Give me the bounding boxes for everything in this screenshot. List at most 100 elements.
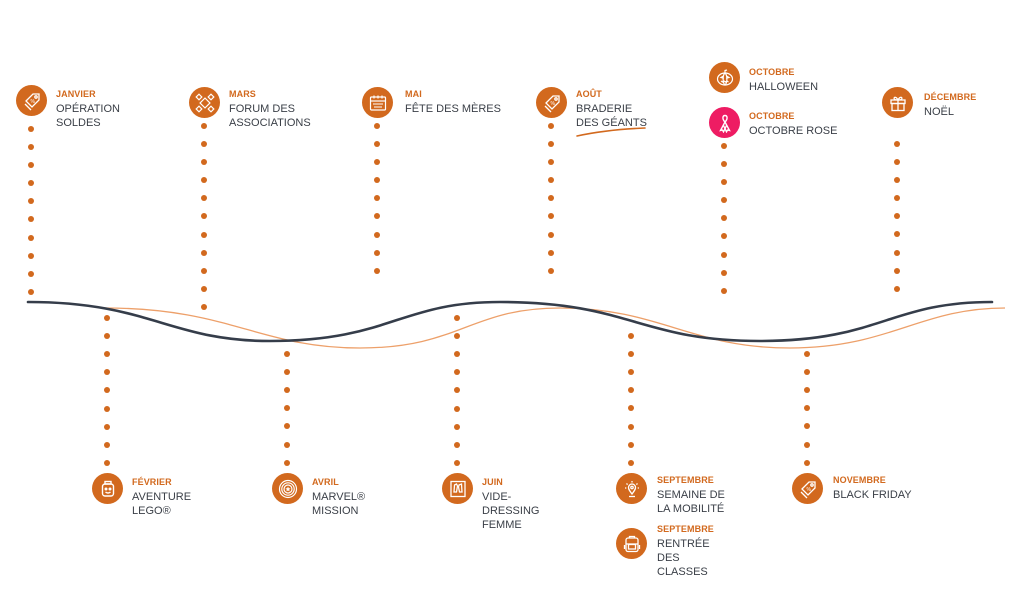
connector-dot [454,315,460,321]
connector-dot [548,268,554,274]
connector-dot [894,159,900,165]
event-title: MARVEL® MISSION [312,491,366,517]
connector-dot [201,141,207,147]
svg-text:%: % [30,99,35,105]
connector-dot [104,351,110,357]
price-tag-icon: % [536,87,567,118]
connector-dot [628,351,634,357]
connector-dot [721,233,727,239]
shield-target-icon [272,473,303,504]
connector-dot [804,442,810,448]
event-title: FORUM DES ASSOCIATIONS [229,103,311,129]
event-title: RENTRÉE DES CLASSES [657,538,710,578]
connector-dot [721,143,727,149]
lego-head-icon [92,473,123,504]
event-month: AVRIL [312,477,339,487]
meeting-table-icon [189,87,220,118]
connector-dot [28,126,34,132]
connector-dot [284,387,290,393]
connector-dot [804,405,810,411]
connector-dot [28,144,34,150]
connector-dot [374,232,380,238]
connector-dot [201,286,207,292]
wave-light [104,307,1006,349]
connector-dot [104,460,110,466]
connector-dot [721,215,727,221]
connector-dot [374,213,380,219]
backpack-icon [616,528,647,559]
connector-dot [201,177,207,183]
event-month: MARS [229,89,256,99]
connector-dot [201,159,207,165]
calendar-icon [362,87,393,118]
connector-dot [454,333,460,339]
connector-dot [104,424,110,430]
connector-dot [548,141,554,147]
event-month: OCTOBRE [749,67,795,77]
svg-text:%: % [806,487,811,493]
connector-dot [104,442,110,448]
connector-dot [548,159,554,165]
connector-dot [374,141,380,147]
connector-dot [104,333,110,339]
connector-dot [201,213,207,219]
event-month: DÉCEMBRE [924,92,977,102]
event-month: SEPTEMBRE [657,475,714,485]
connector-dot [894,177,900,183]
connector-dot [548,195,554,201]
connector-dot [374,268,380,274]
connector-dot [28,271,34,277]
connector-dot [721,197,727,203]
event-month: FÉVRIER [132,477,172,487]
connector-dot [374,250,380,256]
price-tag-icon: % [16,85,47,116]
connector-dot [28,289,34,295]
connector-dot [374,159,380,165]
event-title: OPÉRATION SOLDES [56,103,120,129]
connector-dot [721,288,727,294]
connector-dot [454,387,460,393]
event-title: BLACK FRIDAY [833,489,912,501]
event-month: OCTOBRE [749,111,795,121]
connector-dot [628,460,634,466]
connector-dot [804,423,810,429]
connector-dot [104,387,110,393]
lightbulb-pin-icon [616,473,647,504]
svg-text:%: % [550,101,555,107]
connector-dot [804,460,810,466]
event-title: FÊTE DES MÈRES [405,103,501,115]
connector-dot [548,213,554,219]
connector-dot [721,252,727,258]
connector-dot [28,253,34,259]
connector-dot [454,424,460,430]
connector-dot [201,232,207,238]
connector-dot [201,250,207,256]
connector-dot [628,405,634,411]
connector-dot [894,268,900,274]
connector-dot [454,460,460,466]
connector-dot [628,369,634,375]
event-month: JANVIER [56,89,96,99]
connector-dot [804,369,810,375]
wardrobe-icon [442,473,473,504]
event-title: VIDE-DRESSING FEMME [482,491,540,531]
connector-dot [284,423,290,429]
connector-dot [628,387,634,393]
connector-dot [28,162,34,168]
event-month: SEPTEMBRE [657,524,714,534]
connector-dot [28,198,34,204]
connector-dot [104,406,110,412]
connector-dot [454,351,460,357]
event-month: NOVEMBRE [833,475,886,485]
connector-dot [28,180,34,186]
connector-dot [454,369,460,375]
connector-dot [284,405,290,411]
event-title: NOËL [924,106,954,118]
connector-dot [374,195,380,201]
connector-dot [454,442,460,448]
connector-dot [548,232,554,238]
event-title: OCTOBRE ROSE [749,125,838,137]
connector-dot [548,123,554,129]
